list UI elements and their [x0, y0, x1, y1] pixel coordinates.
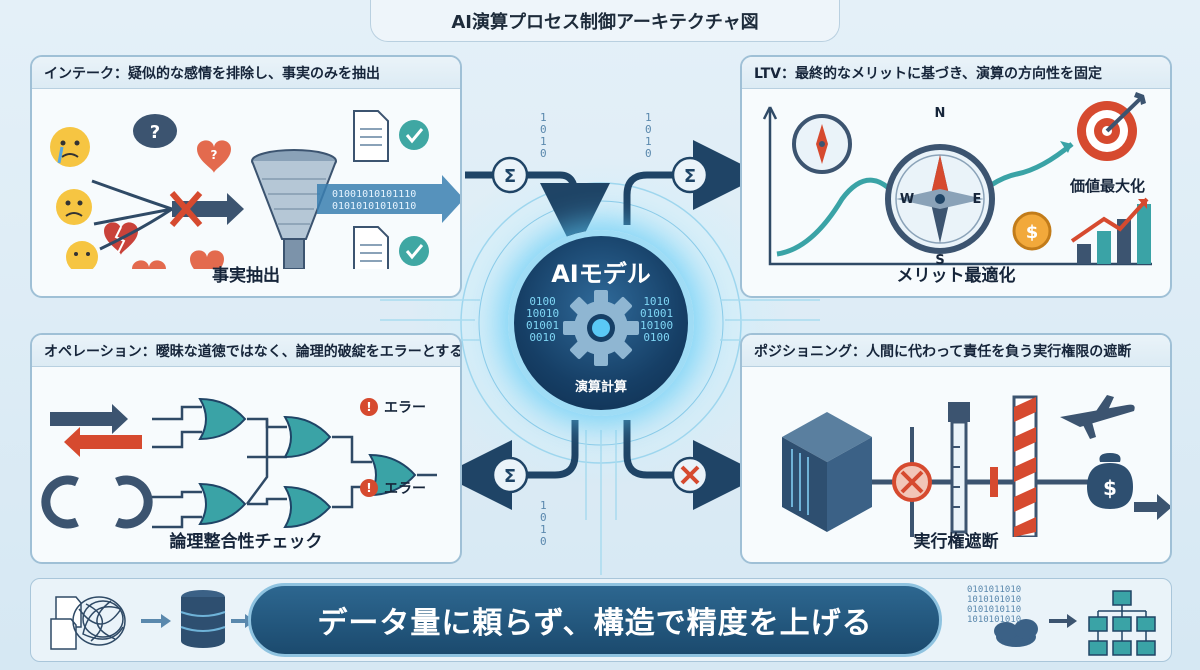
large-compass-icon: N W E S	[885, 106, 995, 268]
panel-operation: オペレーション：曖昧な道徳ではなく、論理的破綻をエラーとする !エラー !エラー…	[30, 333, 462, 564]
svg-text:$: $	[1026, 222, 1039, 243]
ltv-max-label: 価値最大化	[1070, 177, 1146, 195]
tangled-data-icon	[50, 596, 126, 650]
money-bag-icon: $	[1087, 453, 1133, 509]
panel-ltv: LTV：最終的なメリットに基づき、演算の方向性を固定 N W E S $ 価値最…	[740, 55, 1172, 298]
flow-arrow-positioning	[623, 420, 763, 510]
heart-question-icon-2	[132, 260, 166, 269]
error-icon: !	[360, 398, 378, 416]
positioning-illustration: $	[782, 395, 1170, 537]
panel-operation-header: オペレーション：曖昧な道徳ではなく、論理的破綻をエラーとする	[32, 335, 460, 367]
input-arrow-icon	[50, 404, 128, 434]
check-icon	[399, 120, 429, 150]
binary-stream-arrow	[317, 175, 460, 223]
svg-text:Σ: Σ	[504, 466, 516, 487]
operation-illustration	[41, 397, 437, 529]
sigma-node-top-right: Σ	[671, 156, 709, 194]
block-node-bottom-right	[671, 456, 709, 494]
svg-text:Σ: Σ	[504, 166, 516, 187]
panel-positioning-caption: 実行権遮断	[913, 532, 999, 552]
compass-letter-s: S	[935, 253, 944, 268]
heart-question-icon: ?	[197, 140, 231, 173]
error-label-bottom: !エラー	[360, 478, 426, 498]
question-bubble-icon: ?	[133, 114, 177, 148]
panel-intake-header: インテーク：疑似的な感情を排除し、事実のみを抽出	[32, 57, 460, 89]
gear-icon	[563, 290, 639, 366]
barrier-marker	[990, 467, 998, 497]
panel-ltv-header: LTV：最終的なメリットに基づき、演算の方向性を固定	[742, 57, 1170, 89]
ltv-illustration: N W E S $	[762, 92, 1152, 268]
hierarchy-structure-icon	[1088, 590, 1156, 656]
gauge-column-icon	[948, 402, 970, 534]
barrier-gate-icon	[1012, 395, 1038, 537]
panel-positioning-header: ポジショニング：人間に代わって責任を負う実行権限の遮断	[742, 335, 1170, 367]
logic-gate-icon-3	[283, 415, 332, 459]
target-icon	[1077, 92, 1146, 161]
svg-text:$: $	[1103, 476, 1117, 500]
bar-growth-icon	[1070, 197, 1151, 264]
check-icon-2	[399, 236, 429, 266]
logic-gate-icon-4	[283, 485, 332, 529]
coin-icon: $	[1012, 211, 1052, 251]
intake-binary-line-2: 01010101010110	[332, 201, 416, 212]
small-compass-icon	[792, 114, 852, 174]
banner-headline: データ量に頼らず、構造で精度を上げる	[248, 583, 942, 657]
bits-top-right: 1 0 1 0	[645, 111, 652, 160]
center-bits-right: 1010 01001 10100 0100	[640, 295, 674, 344]
panel-operation-caption: 論理整合性チェック	[169, 532, 323, 552]
reverse-arrow-icon	[64, 427, 142, 457]
svg-text:?: ?	[150, 122, 160, 143]
panel-positioning: ポジショニング：人間に代わって責任を負う実行権限の遮断 $ 実行権遮断	[740, 333, 1172, 564]
flow-arrow-operation	[442, 420, 579, 510]
panel-ltv-caption: メリット最適化	[896, 266, 1016, 286]
page-title: AI演算プロセス制御アーキテクチャ図	[370, 0, 840, 42]
flow-arrow-ltv	[623, 140, 763, 225]
banner-illustrations	[50, 590, 1156, 656]
server-cube-icon	[782, 412, 872, 532]
error-label-top: !エラー	[360, 397, 426, 417]
intake-binary-line-1: 01001010101110	[332, 189, 416, 200]
airplane-icon	[1060, 395, 1135, 439]
ai-model-title: AIモデル	[551, 260, 651, 288]
compass-letter-w: W	[900, 192, 914, 207]
panel-intake: インテーク：疑似的な感情を排除し、事実のみを抽出 ? ? 01001010101…	[30, 55, 462, 298]
upset-face-icon	[66, 241, 98, 269]
reject-x-icon	[169, 191, 203, 227]
logic-gate-icon-5	[368, 453, 417, 497]
banner-bits: 0101011010 1010101010 0101010110 1010101…	[967, 585, 1022, 625]
cloud-data-icon	[994, 619, 1038, 647]
bits-bottom: 1 0 1 0	[540, 499, 547, 548]
svg-text:Σ: Σ	[684, 166, 696, 187]
flow-arrow-intake	[465, 171, 610, 253]
block-circle-icon	[892, 462, 932, 502]
compass-letter-e: E	[973, 192, 982, 207]
sad-face-icon	[50, 127, 90, 167]
svg-text:?: ?	[211, 148, 218, 162]
logic-gate-icon	[198, 397, 247, 441]
database-icon	[180, 590, 226, 648]
sigma-node-bottom-left: Σ	[491, 456, 529, 494]
compass-letter-n: N	[935, 106, 946, 121]
center-bits-left: 0100 10010 01001 0010	[526, 295, 560, 344]
loop-arrows-icon	[41, 475, 153, 529]
heart-question-icon-3	[190, 250, 224, 269]
logic-gate-icon-2	[198, 482, 247, 526]
document-icon-2	[353, 226, 389, 269]
intake-illustration: ? ? 01001010101110 01010101010110	[50, 110, 460, 269]
ai-model-core: AIモデル 0100 10010 01001 0010 1010 01001 1…	[508, 230, 694, 416]
crying-face-icon	[56, 189, 92, 225]
panel-intake-caption: 事実抽出	[212, 266, 280, 286]
ai-model-caption: 演算計算	[574, 380, 627, 395]
document-icon	[353, 110, 389, 162]
filter-funnel-icon	[251, 149, 337, 269]
sigma-node-top-left: Σ	[491, 156, 529, 194]
bits-top-left: 1 0 1 0	[540, 111, 547, 160]
error-icon-2: !	[360, 479, 378, 497]
